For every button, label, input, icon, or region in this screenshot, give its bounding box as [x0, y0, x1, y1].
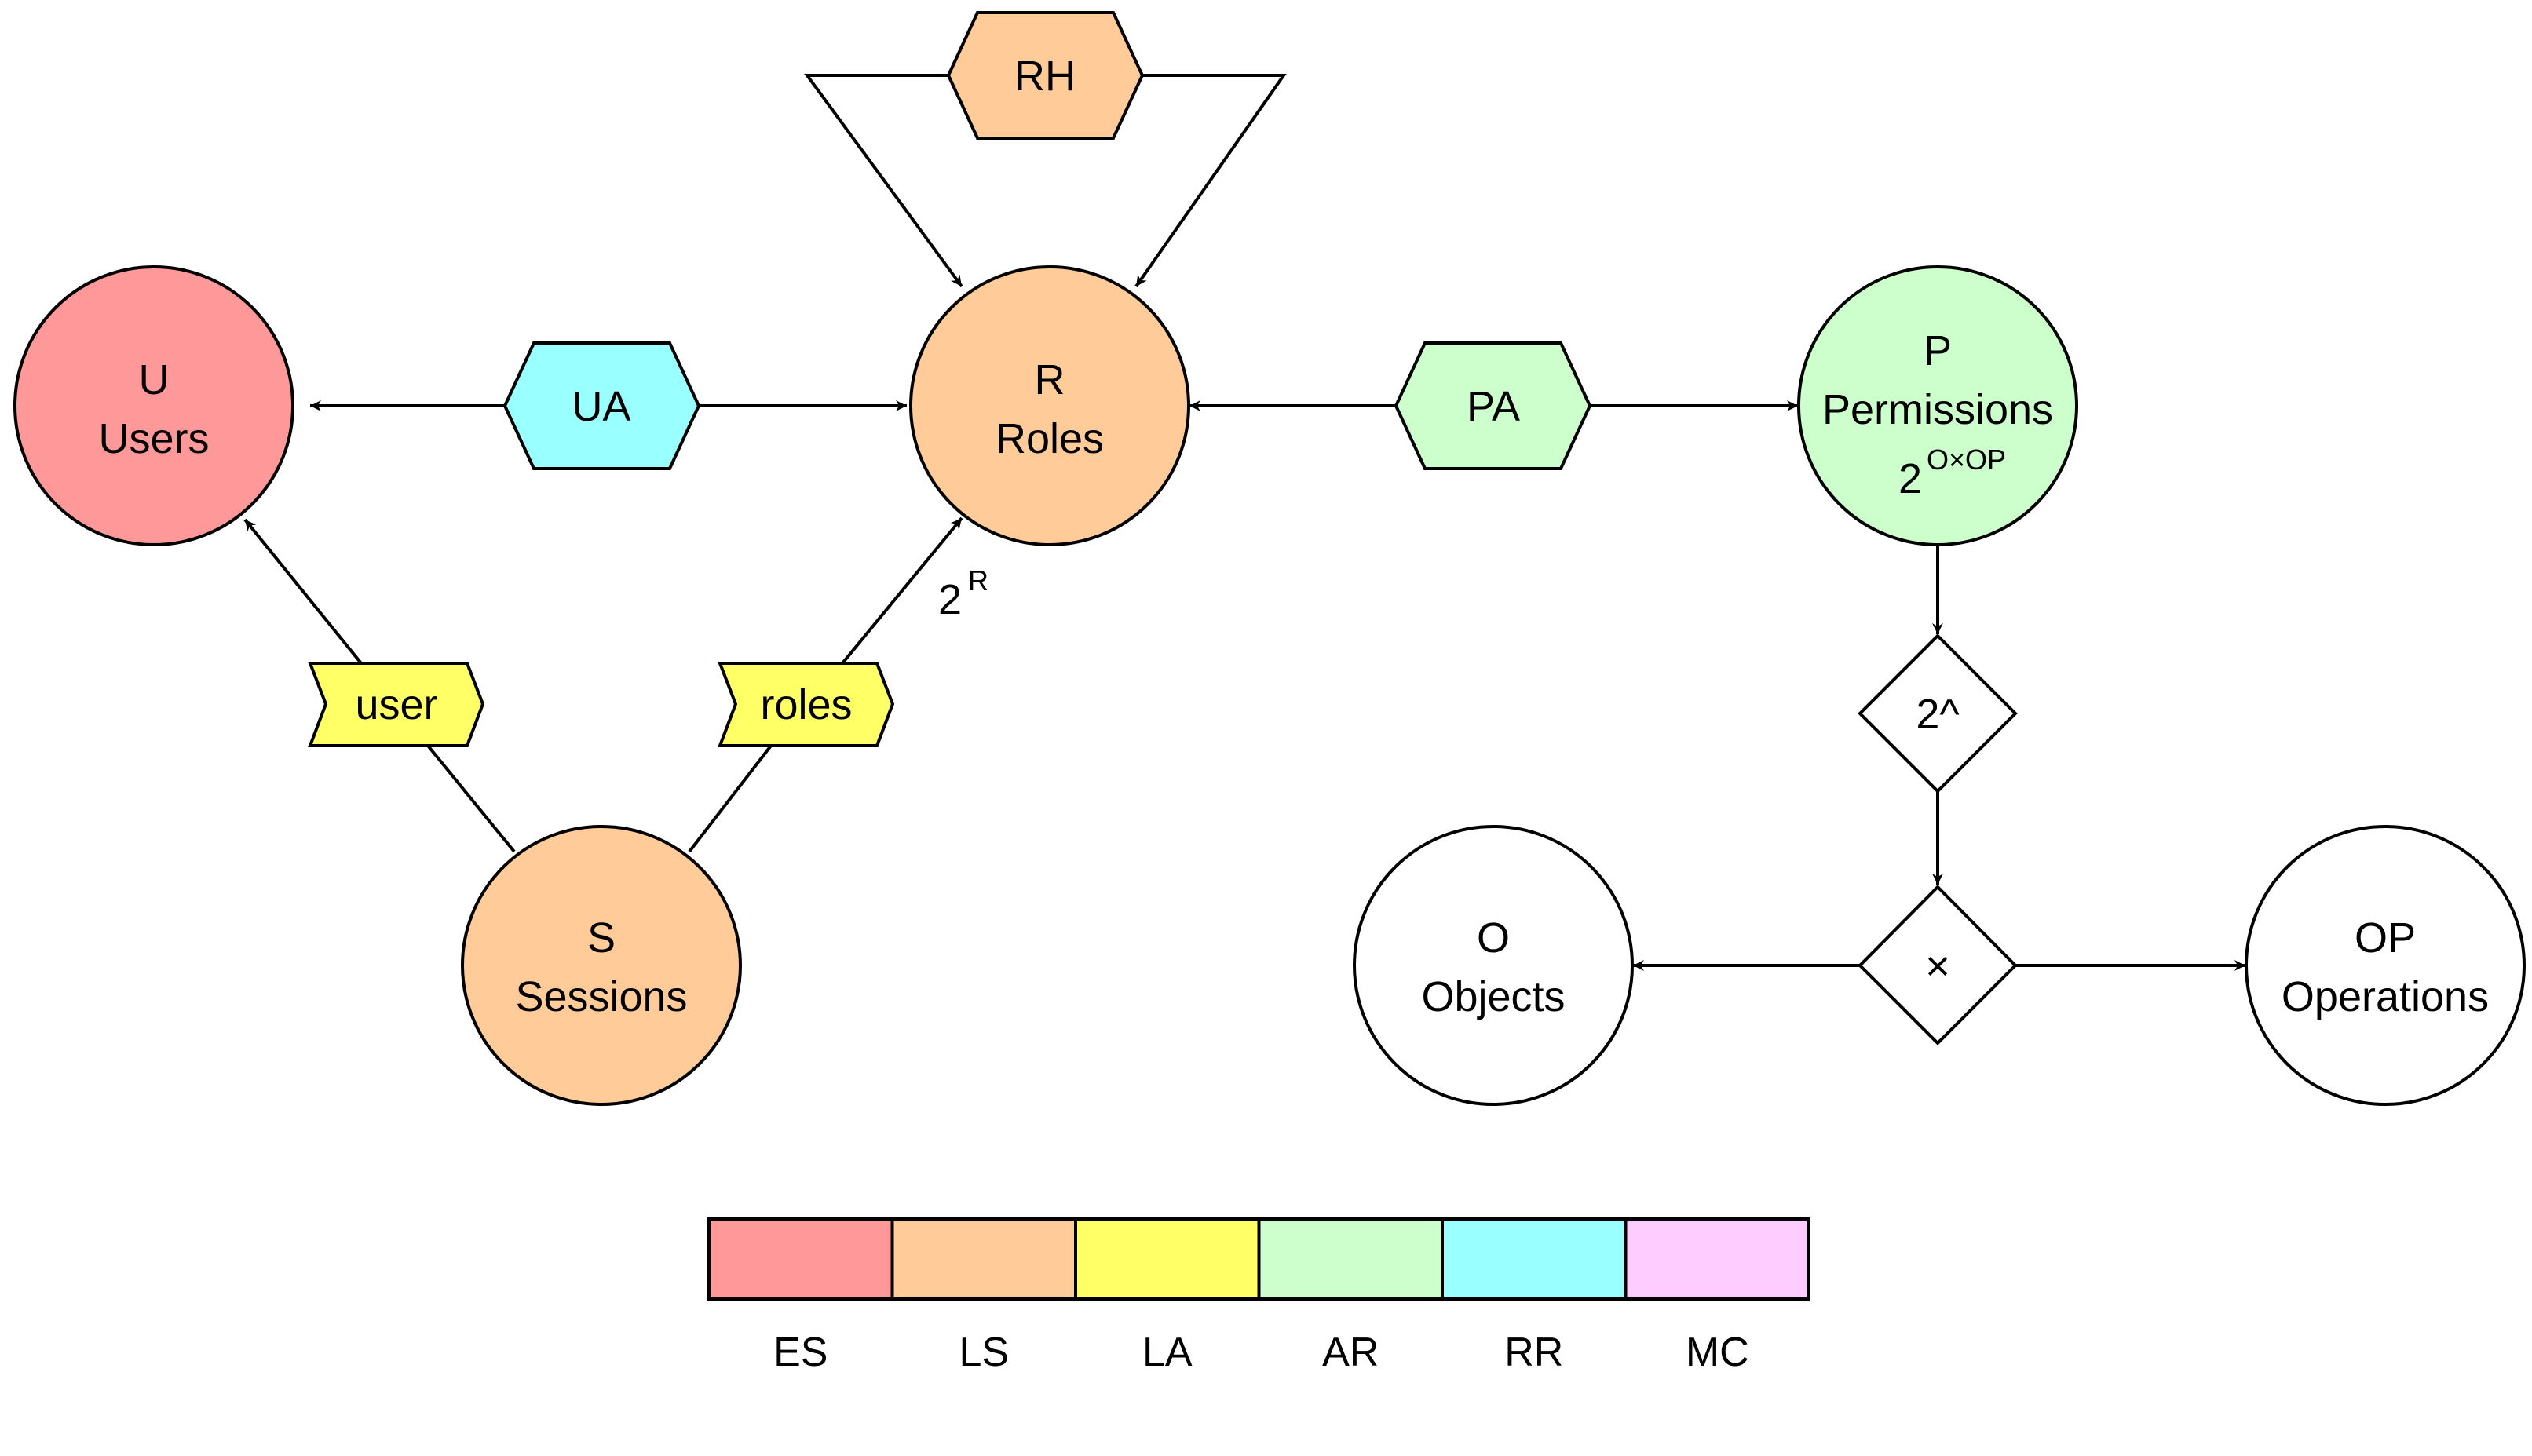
node-operations-circle	[2245, 825, 2526, 1106]
node-objects-circle	[1353, 825, 1634, 1106]
edge-sessions-roles	[688, 744, 773, 853]
node-users-circle	[13, 265, 294, 546]
operator-powerset[interactable]: 2^	[1858, 633, 2018, 794]
function-user-label: user	[355, 681, 437, 728]
node-roles-circle	[909, 265, 1190, 546]
edge-roles-roles	[841, 516, 963, 665]
node-objects-line2: Objects	[1421, 973, 1565, 1020]
legend-label-rr: RR	[1504, 1330, 1563, 1375]
relation-rh-shape	[946, 11, 1145, 140]
operator-product-shape	[1858, 885, 2018, 1045]
node-roles[interactable]: R Roles	[909, 265, 1190, 546]
legend-label-la: LA	[1142, 1330, 1193, 1375]
node-users-line2: Users	[98, 415, 209, 462]
edges	[243, 74, 2245, 971]
node-users[interactable]: U Users	[13, 265, 294, 546]
relation-rh[interactable]: RH	[946, 11, 1145, 140]
node-operations-line1: OP	[2355, 914, 2416, 962]
operator-product-label: ×	[1925, 943, 1950, 990]
roles-power-label: 2 R	[938, 564, 988, 623]
function-user-shape	[308, 662, 485, 747]
node-sessions-line2: Sessions	[515, 973, 687, 1020]
edge-rh-roles-right	[1134, 74, 1287, 288]
legend-swatch-ar	[1257, 1217, 1444, 1301]
node-sessions-circle	[461, 825, 742, 1106]
legend-swatch-es	[707, 1217, 894, 1301]
edge-rh-roles-left	[804, 74, 963, 288]
function-roles[interactable]: roles	[718, 662, 895, 747]
legend-label-es: ES	[773, 1330, 828, 1375]
legend-label-ar: AR	[1322, 1330, 1379, 1375]
node-sessions-line1: S	[587, 914, 616, 962]
node-operations[interactable]: OP Operations	[2245, 825, 2526, 1106]
node-permissions-circle	[1797, 265, 2078, 546]
function-user[interactable]: user	[308, 662, 485, 747]
node-permissions[interactable]: P Permissions 2 O×OP	[1797, 265, 2078, 546]
relation-ua-shape	[502, 341, 701, 470]
legend-label-mc: MC	[1686, 1330, 1749, 1375]
roles-power-base: 2	[938, 576, 962, 623]
relation-pa-label: PA	[1467, 383, 1520, 430]
legend-swatch-mc	[1624, 1217, 1810, 1301]
operator-powerset-label: 2^	[1916, 691, 1960, 738]
roles-power-exp: R	[968, 564, 988, 597]
node-objects-line1: O	[1477, 914, 1510, 962]
edge-user-users	[243, 518, 363, 665]
relation-pa[interactable]: PA	[1394, 341, 1592, 470]
legend-label-ls: LS	[959, 1330, 1009, 1375]
node-permissions-power-base: 2	[1898, 455, 1922, 502]
legend-swatch-rr	[1441, 1217, 1628, 1301]
legend: ES LS LA AR RR MC	[707, 1217, 1810, 1375]
relation-ua-label: UA	[572, 383, 630, 430]
relation-ua[interactable]: UA	[502, 341, 701, 470]
node-permissions-line1: P	[1924, 327, 1952, 374]
node-users-line1: U	[139, 356, 170, 403]
function-roles-label: roles	[760, 681, 852, 728]
node-roles-line2: Roles	[996, 415, 1104, 462]
node-objects[interactable]: O Objects	[1353, 825, 1634, 1106]
legend-swatch-ls	[890, 1217, 1077, 1301]
node-permissions-power-exp: O×OP	[1927, 443, 2006, 476]
legend-swatch-la	[1074, 1217, 1261, 1301]
operator-product[interactable]: ×	[1858, 885, 2018, 1045]
function-roles-shape	[718, 662, 895, 747]
node-permissions-line2: Permissions	[1822, 386, 2053, 433]
operator-powerset-shape	[1858, 633, 2018, 794]
node-roles-line1: R	[1035, 356, 1065, 403]
relation-pa-shape	[1394, 341, 1592, 470]
node-operations-line2: Operations	[2282, 973, 2489, 1020]
node-sessions[interactable]: S Sessions	[461, 825, 742, 1106]
edge-sessions-user	[426, 744, 516, 853]
relation-rh-label: RH	[1014, 53, 1076, 100]
